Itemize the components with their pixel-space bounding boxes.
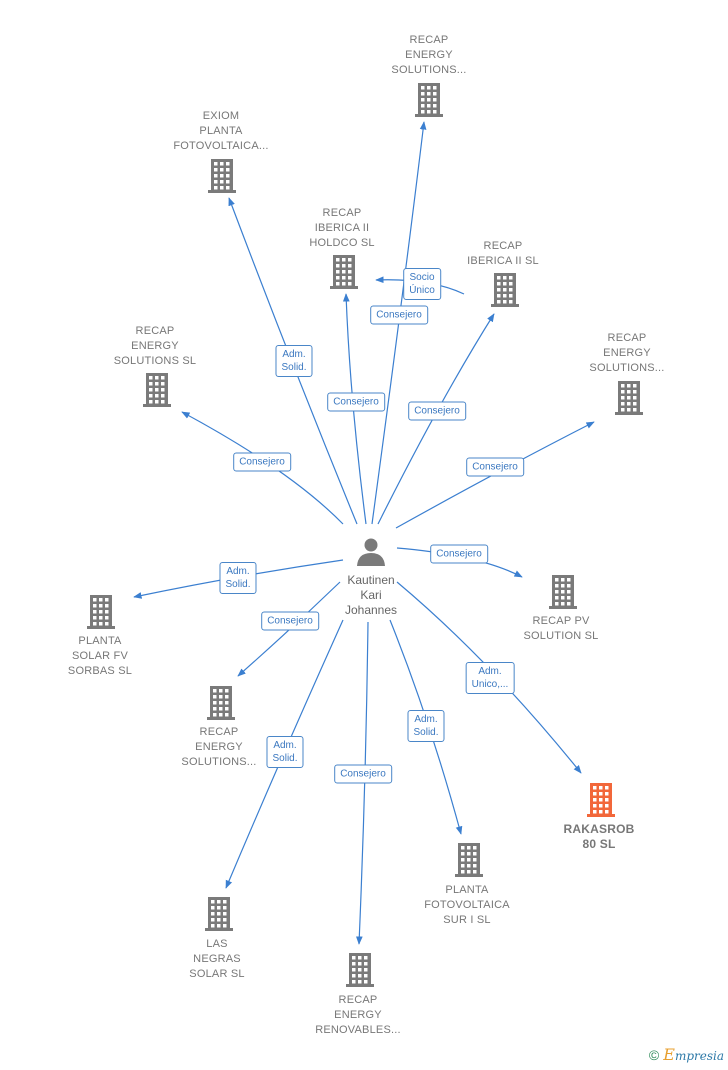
building-icon-recap-energy-solutions-sl[interactable] bbox=[143, 373, 171, 407]
edge-label-recap-energy-top[interactable]: Consejero bbox=[370, 305, 428, 325]
building-icon-exiom[interactable] bbox=[208, 159, 236, 193]
edge-label-recap-energy-solutions-sl[interactable]: Consejero bbox=[233, 452, 291, 472]
building-icon-planta-sur[interactable] bbox=[455, 843, 483, 877]
building-icon-las-negras[interactable] bbox=[205, 897, 233, 931]
footer-credit: ©Empresia bbox=[649, 1045, 724, 1064]
edge-label-recap-energy-mid[interactable]: Consejero bbox=[261, 611, 319, 631]
empresia-logo[interactable]: Empresia bbox=[663, 1045, 724, 1064]
building-icon-recap-renovables[interactable] bbox=[346, 953, 374, 987]
edge-label-planta-sorbas[interactable]: Adm.Solid. bbox=[219, 562, 257, 594]
building-icon-planta-sorbas[interactable] bbox=[87, 595, 115, 629]
building-icon-recap-energy-right[interactable] bbox=[615, 381, 643, 415]
edge-label-recap-iberica-ii[interactable]: Consejero bbox=[408, 401, 466, 421]
copyright-icon: © bbox=[648, 1047, 660, 1063]
edge-label-recap-pv[interactable]: Consejero bbox=[430, 544, 488, 564]
person-icon[interactable] bbox=[357, 538, 385, 567]
edge-label-exiom[interactable]: Adm.Solid. bbox=[275, 345, 313, 377]
edge-label-recap-energy-right[interactable]: Consejero bbox=[466, 457, 524, 477]
edge-label-recap-iberica-holdco[interactable]: Consejero bbox=[327, 392, 385, 412]
building-icon-recap-iberica-holdco[interactable] bbox=[330, 255, 358, 289]
edge-label-planta-sur[interactable]: Adm.Solid. bbox=[407, 710, 445, 742]
building-icon-recap-pv[interactable] bbox=[549, 575, 577, 609]
building-icon-recap-energy-top[interactable] bbox=[415, 83, 443, 117]
edge-person-to-recap-energy-top bbox=[371, 121, 427, 525]
building-icon-recap-iberica-ii[interactable] bbox=[491, 273, 519, 307]
edge-label-las-negras[interactable]: Adm.Solid. bbox=[266, 736, 304, 768]
edge-label-rakasrob[interactable]: Adm.Unico,... bbox=[465, 662, 515, 694]
edge-label-recap-renovables[interactable]: Consejero bbox=[334, 764, 392, 784]
building-icon-recap-energy-mid[interactable] bbox=[207, 686, 235, 720]
building-icon-rakasrob[interactable] bbox=[587, 783, 615, 817]
